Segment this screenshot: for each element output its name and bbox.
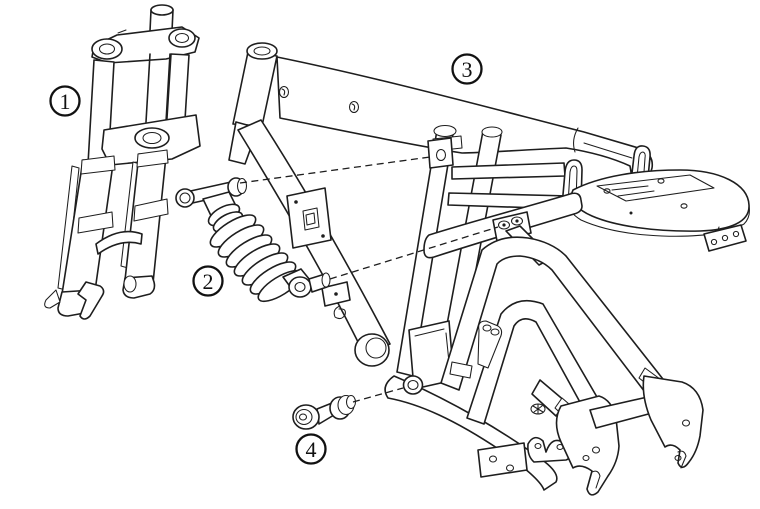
leader-line-shock-top	[239, 156, 431, 184]
callout-circle-3	[451, 53, 483, 85]
callout-part-4: 4	[295, 433, 327, 465]
leader-line-pivot-bolt	[352, 387, 404, 403]
callout-number-2: 2	[203, 269, 214, 294]
front-fork-drawing	[44, 4, 201, 320]
callout-circle-2	[192, 265, 224, 297]
leader-line-shock-bottom	[329, 226, 499, 280]
rear-shock-drawing	[175, 177, 331, 303]
callout-number-3: 3	[462, 57, 473, 82]
frame-drawing	[228, 42, 750, 496]
callout-circle-1	[49, 85, 81, 117]
pivot-bolt-drawing	[292, 394, 357, 430]
callout-part-2: 2	[192, 265, 224, 297]
callout-number-1: 1	[60, 89, 71, 114]
callout-part-1: 1	[49, 85, 81, 117]
callout-circle-4	[295, 433, 327, 465]
callout-number-4: 4	[306, 437, 317, 462]
callout-part-3: 3	[451, 53, 483, 85]
leader-lines	[239, 156, 499, 403]
